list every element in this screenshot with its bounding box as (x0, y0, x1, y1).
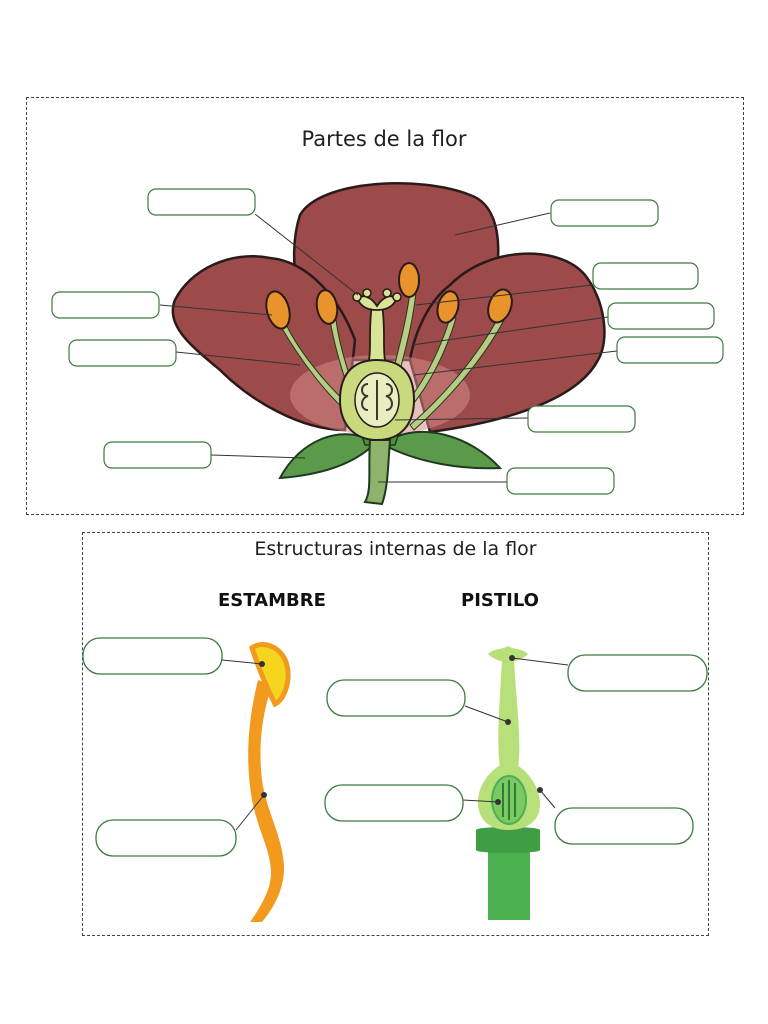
leader-dots-pistil (495, 655, 543, 805)
label-box[interactable] (506, 467, 615, 495)
leaf-right (389, 430, 503, 470)
leader-dots-stamen (259, 661, 267, 798)
label-box[interactable] (550, 199, 659, 227)
anthers (265, 262, 513, 330)
stamen-heading: ESTAMBRE (218, 590, 326, 611)
label-box[interactable] (103, 441, 212, 469)
label-box[interactable] (567, 654, 708, 692)
label-box[interactable] (51, 291, 160, 319)
leader-lines-pistil (462, 657, 569, 809)
label-box[interactable] (326, 679, 466, 717)
leaf-left (278, 433, 371, 480)
stamen-anther (249, 642, 291, 708)
label-box[interactable] (68, 339, 177, 367)
pistil-receptacle-top (476, 827, 540, 853)
ovules (361, 380, 393, 420)
flower-illustration (171, 182, 606, 506)
stamen-illustration (248, 642, 291, 922)
label-box[interactable] (324, 784, 464, 822)
stigma-tips (352, 288, 402, 302)
pistil-stigma-shape (488, 646, 528, 662)
label-box[interactable] (95, 819, 237, 857)
label-box[interactable] (527, 405, 636, 433)
label-box[interactable] (616, 336, 724, 364)
label-box[interactable] (607, 302, 715, 330)
pistil-style (366, 304, 388, 366)
label-box[interactable] (147, 188, 256, 216)
leader-lines-stamen (221, 659, 265, 831)
internal-structures-panel (82, 532, 709, 936)
stamen-filament (248, 680, 285, 922)
label-boxes-top (51, 188, 724, 495)
label-box[interactable] (554, 807, 694, 845)
label-boxes-bottom (82, 637, 708, 857)
internal-title: Estructuras internas de la flor (254, 538, 537, 560)
pistil-ovules (502, 780, 516, 820)
pistil-style-shape (498, 660, 520, 768)
main-title: Partes de la flor (301, 127, 467, 151)
pistil-illustration (476, 646, 540, 920)
leader-lines-top (159, 212, 618, 483)
flower-parts-panel (26, 97, 744, 515)
pistil-receptacle (488, 840, 530, 920)
label-box[interactable] (592, 262, 699, 290)
flower-stem (363, 439, 392, 506)
label-box[interactable] (82, 637, 223, 675)
pistil-heading: PISTILO (461, 590, 539, 611)
